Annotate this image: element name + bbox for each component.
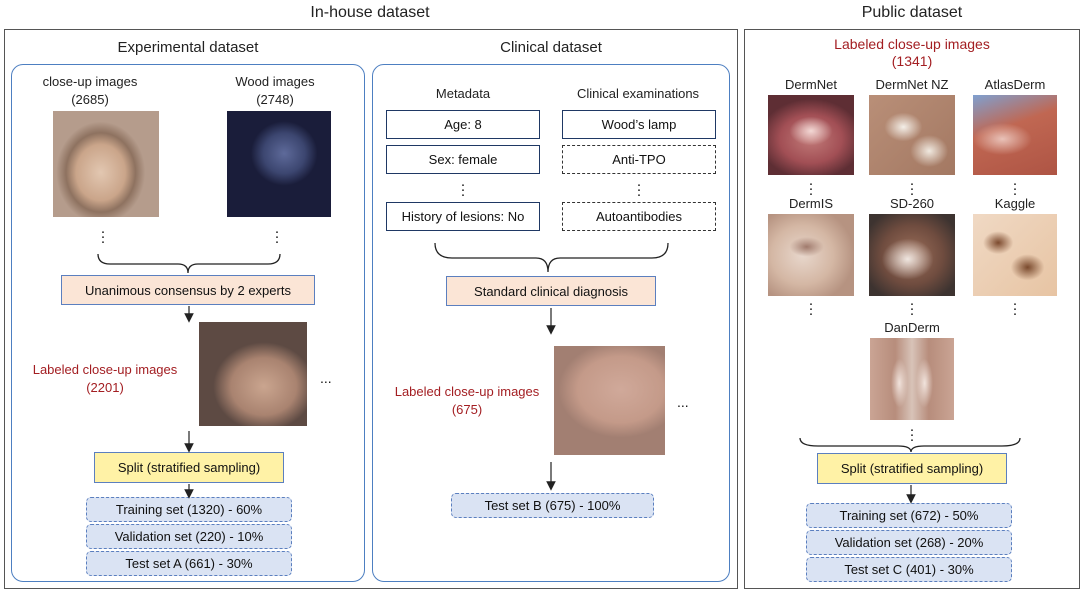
pub-labeled-count: (1341) [891,53,933,69]
exp-labeled-count: (2201) [86,380,124,395]
diagnosis-box: Standard clinical diagnosis [446,276,656,306]
clinical-panel [372,64,730,582]
exp-split-box: Split (stratified sampling) [94,452,284,483]
pub-split-box: Split (stratified sampling) [817,453,1007,484]
public-frame [744,29,1080,589]
metadata-title: Metadata [435,86,491,101]
exam-autoantibodies-box: Autoantibodies [562,202,716,231]
exp-labeled-photo [199,322,307,426]
wood-images-count: (2748) [256,92,294,107]
metadata-more-dots: ··· [460,176,466,203]
source-atlasderm-label: AtlasDerm [984,77,1046,92]
source-sd260-label: SD-260 [889,196,935,211]
danderm-photo [870,338,954,420]
test-set-b-box: Test set B (675) - 100% [451,493,654,518]
inhouse-frame [4,29,738,589]
pub-merge-brace [799,437,1021,453]
exam-woods-lamp-box: Wood’s lamp [562,110,716,139]
dermis-more-dots: ··· [808,295,814,322]
source-dermis-label: DermIS [788,196,834,211]
experimental-heading: Experimental dataset [117,39,259,56]
closeup-more-dots: ··· [100,223,106,250]
exams-title: Clinical examinations [576,86,700,101]
wood-photo [227,111,331,217]
danderm-more-dots: ··· [909,421,915,448]
clin-more-ellipsis: ... [677,394,689,410]
wood-more-dots: ··· [274,223,280,250]
dermnet-nz-photo [869,95,955,175]
dermis-photo [768,214,854,296]
public-heading: Public dataset [861,4,963,21]
consensus-box: Unanimous consensus by 2 experts [61,275,315,305]
metadata-sex-box: Sex: female [386,145,540,174]
exams-more-dots: ··· [636,176,642,203]
training-set-c-box: Training set (672) - 50% [806,503,1012,528]
dermnet-photo [768,95,854,175]
pub-labeled-label: Labeled close-up images [834,36,990,52]
validation-set-c-box: Validation set (268) - 20% [806,530,1012,555]
exp-labeled-label: Labeled close-up images [32,362,178,377]
dermnet-more-dots: ··· [808,175,814,202]
clinical-heading: Clinical dataset [500,39,602,56]
exp-merge-brace [97,253,281,274]
inhouse-heading: In-house dataset [310,4,430,21]
clin-labeled-label: Labeled close-up images [394,384,540,399]
exam-anti-tpo-box: Anti-TPO [562,145,716,174]
atlasderm-more-dots: ··· [1012,175,1018,202]
clin-labeled-count: (675) [451,402,483,417]
validation-set-a-box: Validation set (220) - 10% [86,524,292,549]
closeup-images-count: (2685) [71,92,109,107]
kaggle-more-dots: ··· [1012,295,1018,322]
training-set-a-box: Training set (1320) - 60% [86,497,292,522]
wood-images-label: Wood images [235,74,315,89]
metadata-age-box: Age: 8 [386,110,540,139]
sd260-more-dots: ··· [909,295,915,322]
clin-merge-brace [434,242,669,273]
source-kaggle-label: Kaggle [994,196,1036,211]
closeup-images-label: close-up images [42,74,138,89]
source-danderm-label: DanDerm [884,320,940,335]
atlasderm-photo [973,95,1057,175]
exp-more-ellipsis: ... [320,370,332,386]
test-set-a-box: Test set A (661) - 30% [86,551,292,576]
test-set-c-box: Test set C (401) - 30% [806,557,1012,582]
sd260-photo [869,214,955,296]
kaggle-photo [973,214,1057,296]
clin-labeled-photo [554,346,665,455]
metadata-history-box: History of lesions: No [386,202,540,231]
source-dermnet-label: DermNet [784,77,837,92]
source-dermnet-nz-label: DermNet NZ [875,77,949,92]
experimental-panel [11,64,365,582]
dermnet-nz-more-dots: ··· [909,175,915,202]
closeup-photo [53,111,159,217]
